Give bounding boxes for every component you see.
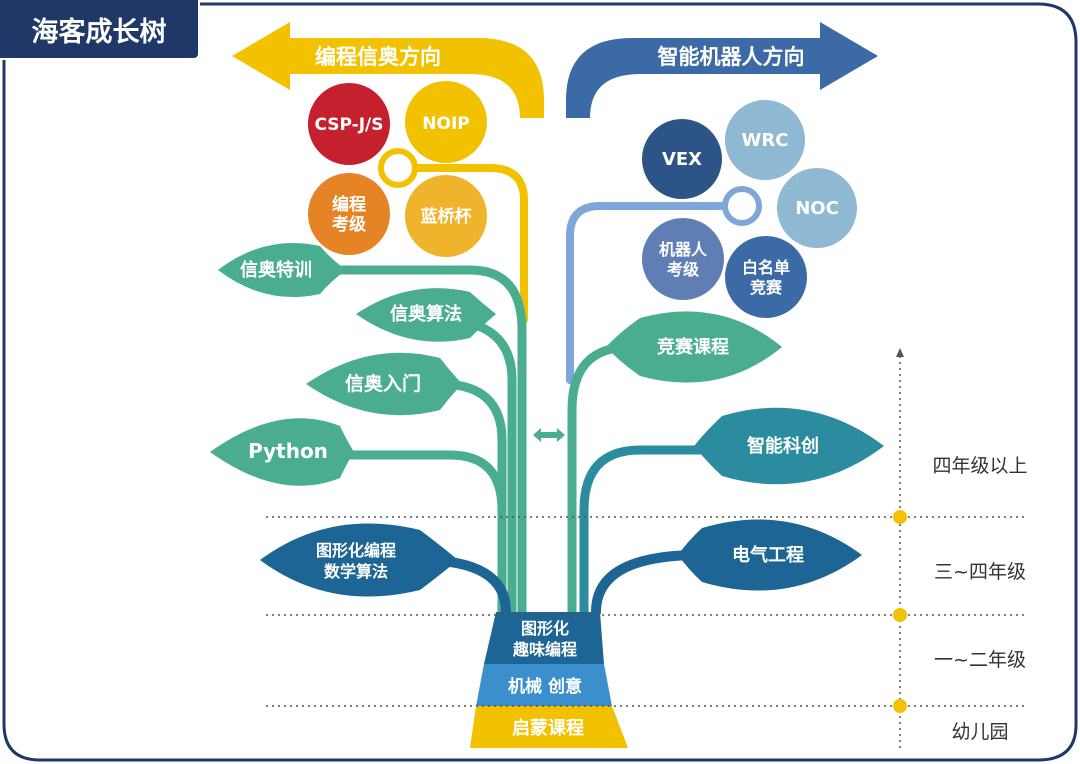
grade-marker (893, 510, 907, 524)
right-direction-arrow (566, 22, 878, 118)
trunk-top-label: 图形化趣味编程 (512, 619, 577, 659)
grade-label: 一~二年级 (934, 649, 1026, 671)
leaf-label: 竞赛课程 (657, 336, 729, 358)
trunk-middle-label: 机械 创意 (508, 676, 582, 697)
circle-label: VEX (662, 149, 702, 170)
grade-marker (893, 699, 907, 713)
circle-lanqiao (405, 175, 487, 257)
circle-vex (642, 119, 722, 199)
grade-label: 幼儿园 (951, 721, 1008, 743)
hub-ring (378, 148, 418, 188)
text-line: 图形化编程 (316, 541, 396, 560)
circle-exam (308, 173, 390, 255)
circle-label: 蓝桥杯 (421, 206, 472, 227)
left-competition-circles (308, 81, 487, 257)
text-line: 数学算法 (324, 562, 388, 581)
leaf-label: 信奥入门 (345, 372, 421, 395)
leaf-electrical (678, 519, 862, 591)
hub-ring (722, 186, 762, 226)
circle-label: WRC (742, 130, 789, 151)
circle-noc (777, 168, 857, 248)
circle-csp (308, 83, 390, 165)
leaf-label: 信奥特训 (240, 259, 312, 281)
leaf-competition-course (606, 311, 782, 383)
leaf-label: Python (248, 439, 328, 463)
text-line: 白名单 (742, 258, 790, 277)
trunk-middle (476, 664, 612, 706)
circle-label-multiline: 编程考级 (331, 194, 366, 235)
right-competition-circles (642, 100, 857, 318)
leaf-label: 智能科创 (747, 435, 819, 457)
circle-wrc (725, 100, 805, 180)
leaf-xinao-intro (306, 352, 462, 416)
leaf-label: 信奥算法 (390, 303, 462, 325)
circle-label: NOC (795, 198, 839, 219)
text-line: 编程 (332, 194, 366, 215)
text-line: 趣味编程 (512, 640, 577, 659)
text-line: 考级 (667, 260, 700, 279)
circle-robot-exam (642, 218, 724, 300)
page-title: 海客成长树 (0, 0, 198, 58)
leaf-label: 电气工程 (732, 544, 804, 566)
left-direction-arrow (232, 22, 544, 118)
timeline-arrow-icon (896, 348, 904, 357)
trunk-bottom (470, 706, 628, 748)
text-line: 考级 (331, 214, 366, 235)
text-line: 图形化 (521, 619, 569, 638)
circle-whitelist (725, 236, 807, 318)
circle-label: CSP-J/S (314, 115, 383, 135)
leaf-graphic-math (260, 523, 458, 597)
grade-marker (893, 608, 907, 622)
circle-label-multiline: 机器人考级 (659, 240, 708, 279)
circle-label: NOIP (422, 114, 469, 134)
circle-noip (405, 81, 487, 163)
leaf-xinao-training (218, 243, 346, 297)
trunk-bottom-label: 启蒙课程 (512, 717, 584, 739)
circle-label-multiline: 白名单竞赛 (742, 258, 790, 297)
grade-label: 三~四年级 (934, 561, 1026, 583)
leaf-label-multiline: 图形化编程数学算法 (316, 541, 396, 581)
left-direction-label: 编程信奥方向 (315, 45, 441, 69)
double-arrow-icon (533, 428, 565, 442)
leaf-smart-innovation (694, 407, 884, 485)
trunk-top (484, 612, 604, 664)
right-direction-label: 智能机器人方向 (658, 45, 805, 69)
text-line: 竞赛 (750, 278, 783, 297)
text-line: 机器人 (659, 240, 708, 259)
grade-label: 四年级以上 (932, 455, 1027, 477)
leaf-python (210, 418, 354, 486)
leaf-xinao-algorithm (356, 288, 496, 342)
